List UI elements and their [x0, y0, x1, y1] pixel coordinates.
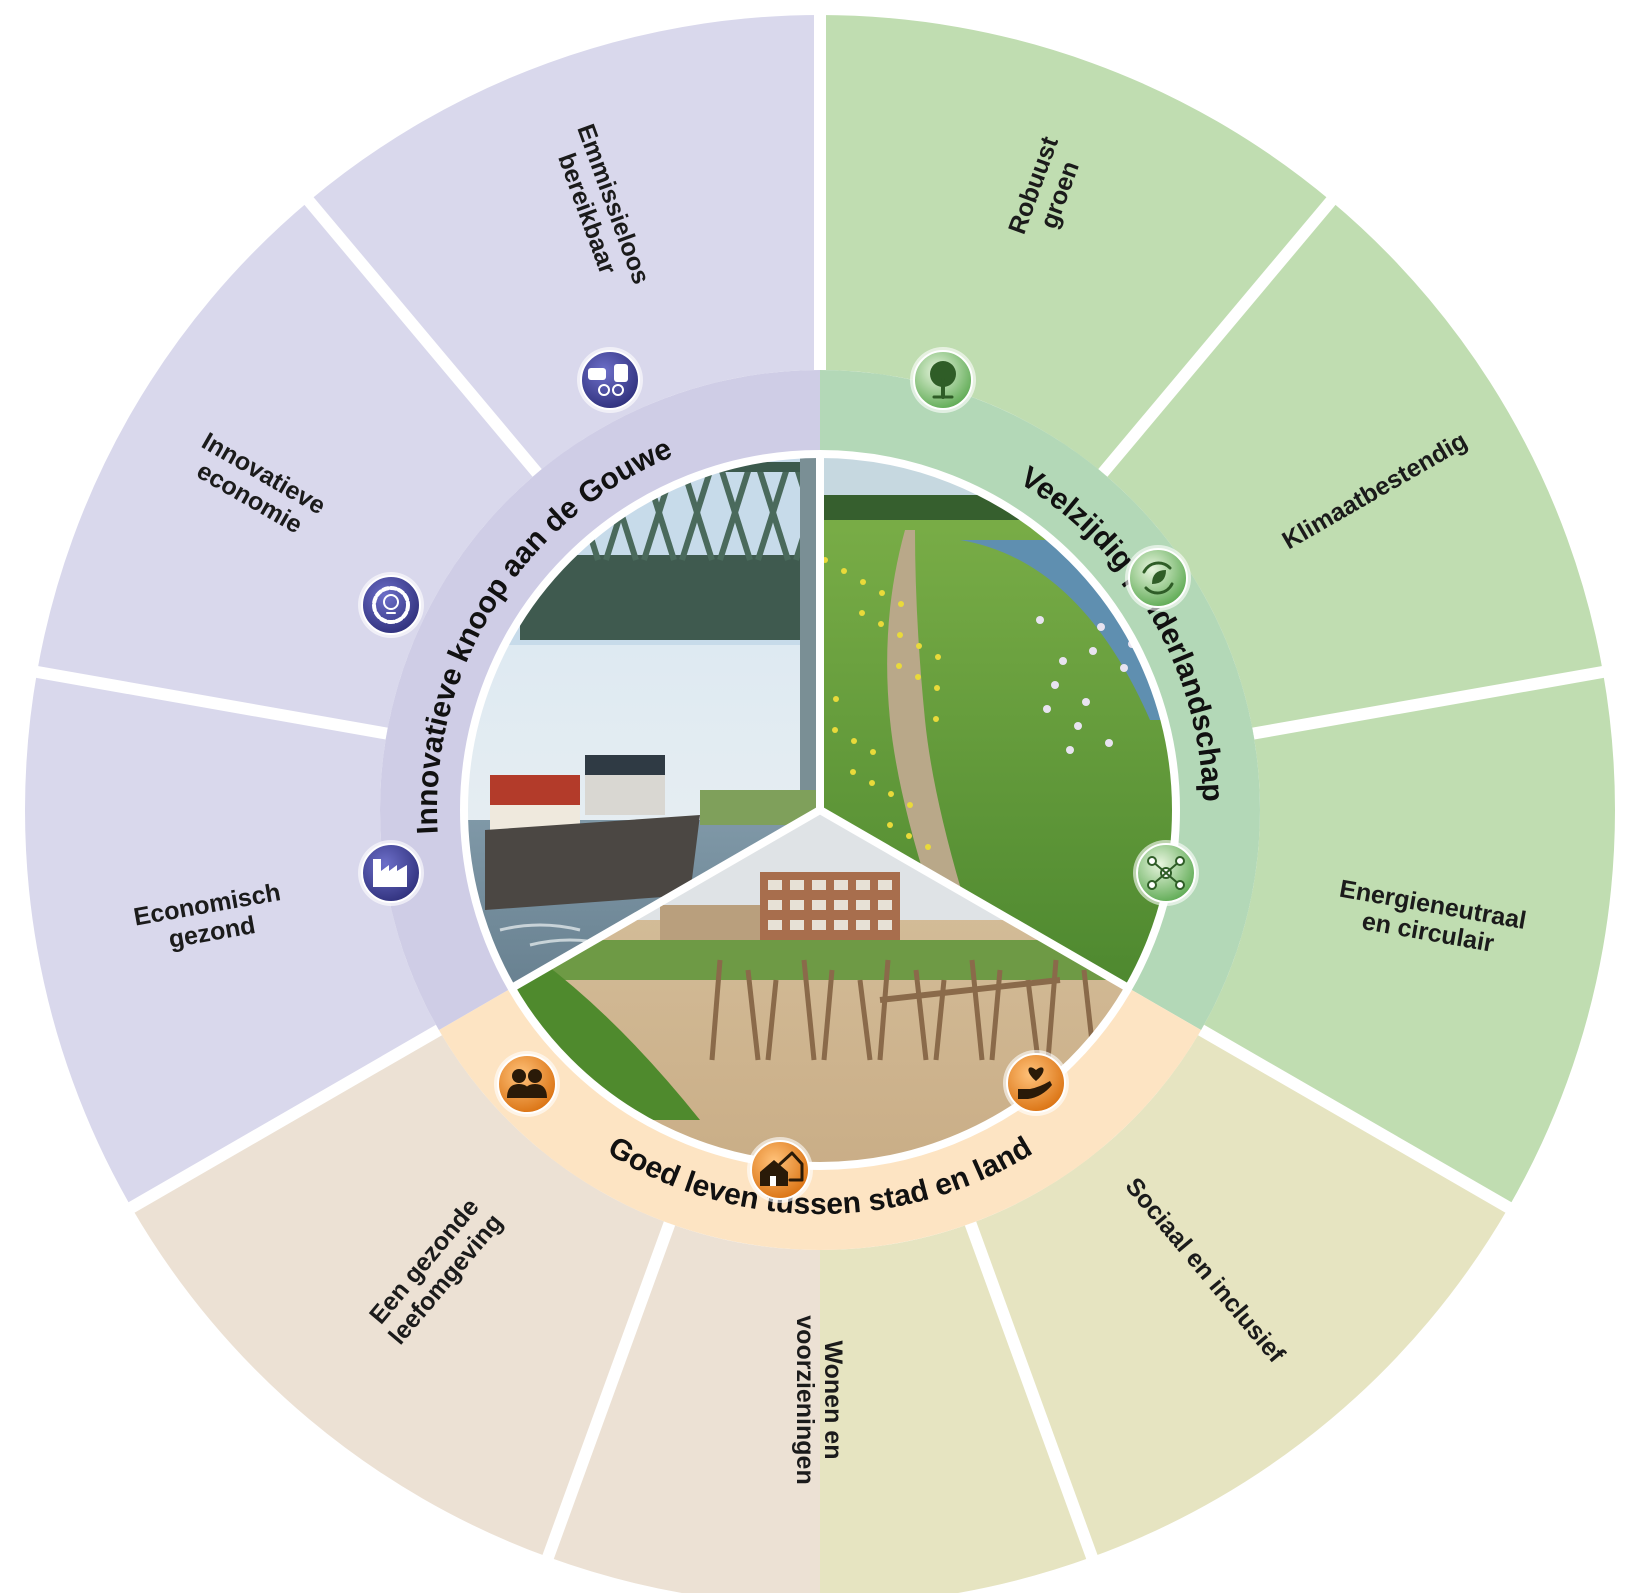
- segment-divider: [301, 194, 542, 477]
- segment-wonen-right: [820, 1223, 1092, 1593]
- segment-divider: [32, 665, 388, 740]
- segment-divider: [1252, 665, 1608, 740]
- segment-divider: [964, 1221, 1099, 1563]
- houses-icon: [747, 1137, 813, 1203]
- network-icon: [1133, 840, 1199, 906]
- ring-gouwe: [380, 370, 820, 1030]
- segment-icons: [358, 347, 1199, 1203]
- segment-wonen-left: [548, 1223, 820, 1593]
- car-train-bike-icon: [577, 347, 643, 413]
- lightbulb-gear-icon: [358, 572, 424, 638]
- segment-4: [970, 1030, 1509, 1558]
- segment-divider: [541, 1221, 676, 1563]
- photo-separators: [509, 454, 1131, 992]
- leaf-cycle-icon: [1125, 545, 1191, 611]
- segment-divider: [1098, 194, 1339, 477]
- segment-label: Wonen envoorzieningen: [791, 1315, 847, 1484]
- segment-divider: [1198, 1024, 1515, 1215]
- tree-icon: [910, 347, 976, 413]
- people-icon: [494, 1051, 560, 1117]
- segment-7: [24, 671, 439, 1208]
- ring-leven: [438, 988, 1202, 1250]
- factory-icon: [358, 840, 424, 906]
- hand-heart-icon: [1003, 1050, 1069, 1116]
- segment-6: [131, 1030, 670, 1558]
- segment-3: [1201, 671, 1615, 1208]
- theme-ring: [380, 370, 1260, 1250]
- segment-9: [308, 15, 820, 473]
- segment-2: [1102, 200, 1603, 734]
- photo-circle-border: [460, 450, 1180, 1170]
- ring-polder: [820, 370, 1260, 1030]
- segment-divider: [125, 1024, 442, 1215]
